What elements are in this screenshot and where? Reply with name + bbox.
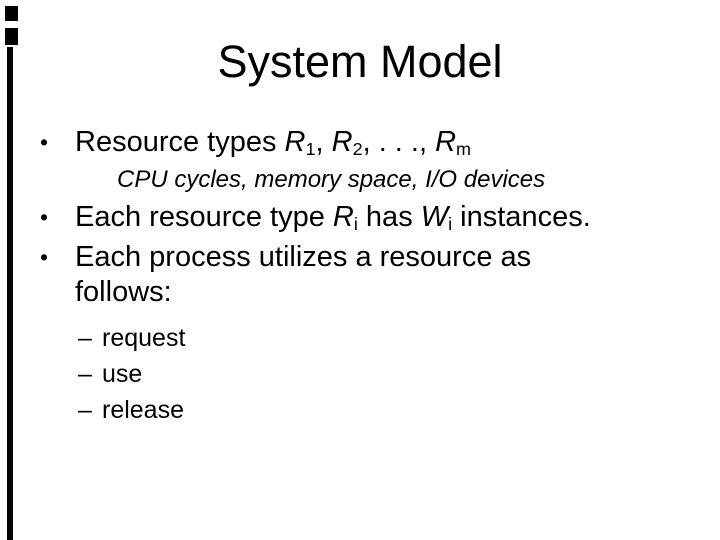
bullet-dot-icon: • xyxy=(40,129,49,155)
bullet2-prefix: Each resource type xyxy=(75,201,333,233)
sub-bullet-release-label: release xyxy=(102,396,184,424)
dash-icon: – xyxy=(78,360,92,388)
dash-icon: – xyxy=(78,324,92,352)
subscript-1: 1 xyxy=(305,138,316,159)
bullet-resource-types: • Resource types R1, R2, . . ., Rm xyxy=(40,126,471,159)
bullet-resource-types-text: Resource types R1, R2, . . ., Rm xyxy=(75,126,471,159)
bullet-instances: • Each resource type Ri has Wi instances… xyxy=(40,201,591,234)
bullet-process-utilizes-line2: follows: xyxy=(75,276,172,308)
scan-artifact-left-bar xyxy=(7,47,13,540)
dash-icon: – xyxy=(78,396,92,424)
separator-ellipsis: , . . ., xyxy=(362,126,436,158)
sub-bullet-release: – release xyxy=(78,396,184,425)
scan-artifact-square-top xyxy=(5,6,18,21)
bullet-dot-icon: • xyxy=(40,204,49,230)
bullet2-suffix: instances. xyxy=(452,201,591,233)
var-R1: R xyxy=(284,126,306,158)
slide-title: System Model xyxy=(217,36,503,87)
var-Wi: W xyxy=(420,201,449,233)
bullet-process-utilizes: • Each process utilizes a resource as xyxy=(40,241,531,274)
subscript-m: m xyxy=(456,138,472,159)
var-R2: R xyxy=(331,126,353,158)
var-Ri: R xyxy=(332,201,354,233)
subscript-i-1: i xyxy=(353,213,358,234)
bullet-instances-text: Each resource type Ri has Wi instances. xyxy=(75,201,591,234)
sub-bullet-use-label: use xyxy=(102,360,143,388)
bullet-dot-icon: • xyxy=(40,244,49,270)
subscript-i-2: i xyxy=(448,213,453,234)
bullet1-prefix: Resource types xyxy=(75,126,285,158)
sub-bullet-request: – request xyxy=(78,324,185,353)
subscript-2: 2 xyxy=(352,138,363,159)
sub-bullet-request-label: request xyxy=(102,324,186,352)
scan-artifact-square-second xyxy=(5,28,18,45)
subnote-resource-examples: CPU cycles, memory space, I/O devices xyxy=(117,166,546,193)
separator-1: , xyxy=(315,126,332,158)
sub-bullet-use: – use xyxy=(78,360,142,389)
var-Rm: R xyxy=(435,126,457,158)
bullet-process-utilizes-line1: Each process utilizes a resource as xyxy=(75,241,532,273)
bullet2-mid: has xyxy=(357,201,421,233)
